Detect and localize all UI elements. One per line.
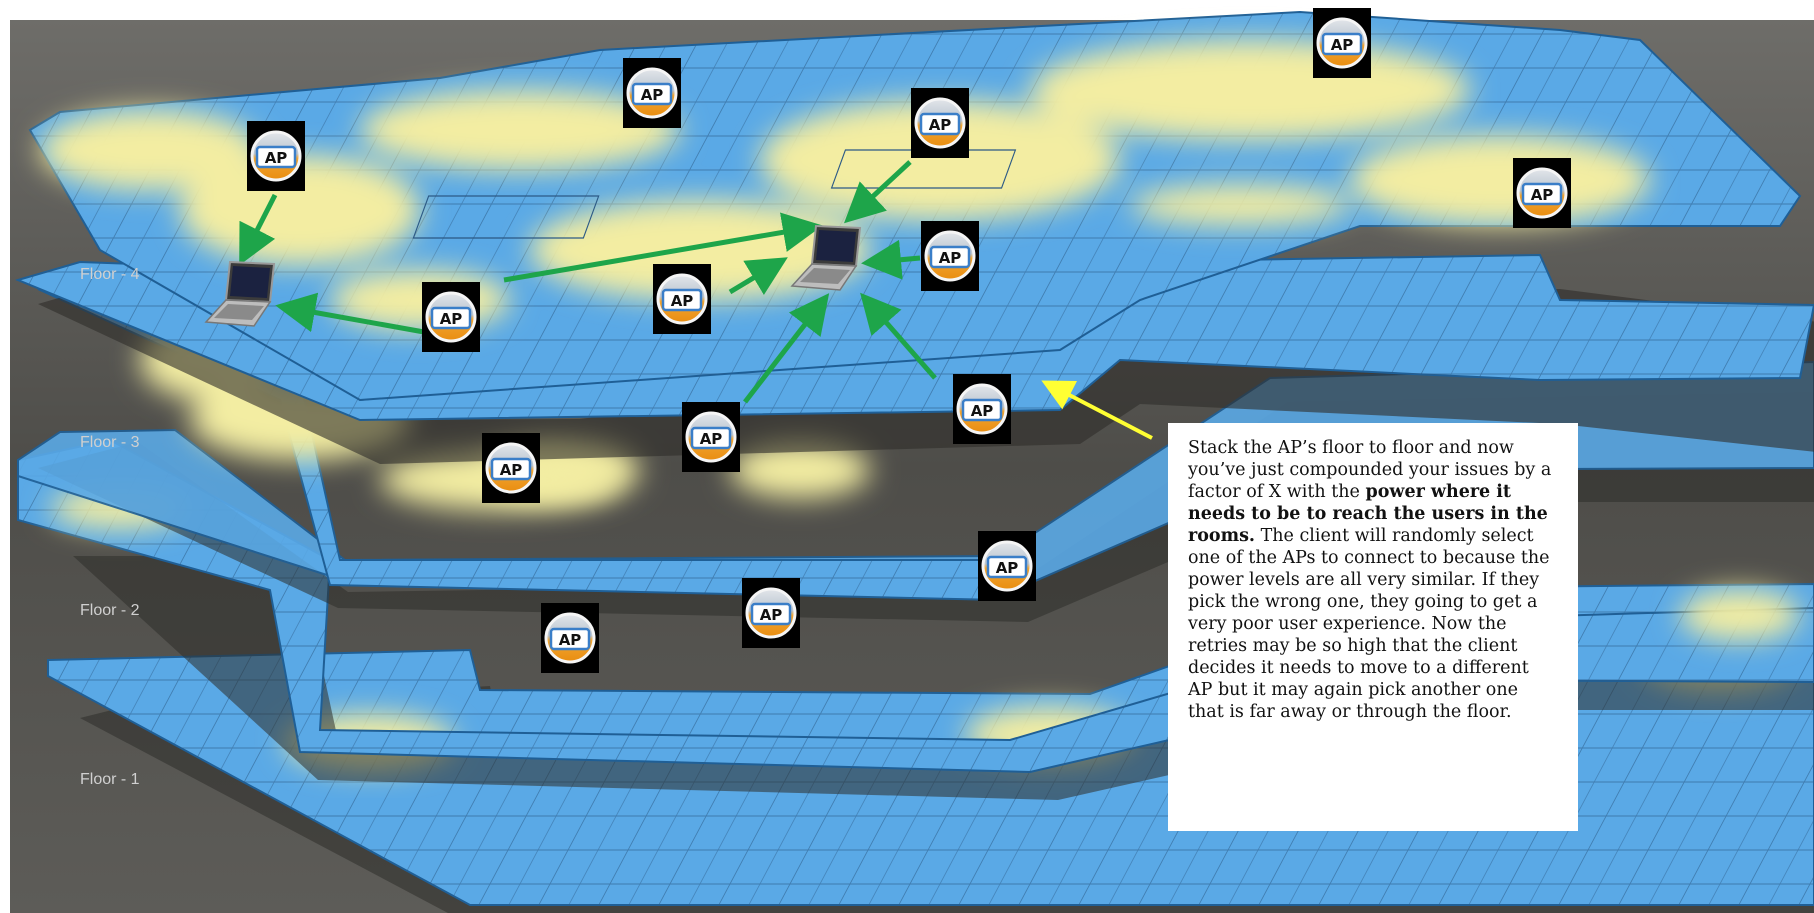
floor-1-label: Floor - 1: [80, 771, 140, 789]
access-point-label: AP: [265, 149, 288, 167]
access-point-label: AP: [559, 631, 582, 649]
access-point-label: AP: [500, 461, 523, 479]
access-point-label: AP: [939, 249, 962, 267]
access-point-icon: AP: [623, 58, 681, 128]
access-point-label: AP: [1331, 36, 1354, 54]
laptop-icon: [204, 260, 276, 330]
access-point-label: AP: [440, 310, 463, 328]
access-point-icon: AP: [541, 603, 599, 673]
access-point-label: AP: [641, 86, 664, 104]
access-point-label: AP: [971, 402, 994, 420]
access-point-icon: AP: [921, 221, 979, 291]
access-point-icon: AP: [1513, 158, 1571, 228]
access-point-icon: AP: [682, 402, 740, 472]
access-point-icon: AP: [482, 433, 540, 503]
access-point-icon: AP: [953, 374, 1011, 444]
access-point-icon: AP: [1313, 8, 1371, 78]
access-point-icon: AP: [911, 88, 969, 158]
floor-3-label: Floor - 3: [80, 434, 140, 452]
access-point-label: AP: [671, 292, 694, 310]
laptop-icon: [790, 224, 862, 294]
floor-4-label: Floor - 4: [80, 266, 140, 284]
callout-text-rest: The client will randomly select one of t…: [1188, 526, 1550, 722]
floor-2-label: Floor - 2: [80, 602, 140, 620]
access-point-icon: AP: [422, 282, 480, 352]
access-point-icon: AP: [978, 531, 1036, 601]
access-point-label: AP: [1531, 186, 1554, 204]
callout-box: Stack the AP’s floor to floor and now yo…: [1168, 423, 1578, 831]
access-point-label: AP: [929, 116, 952, 134]
access-point-icon: AP: [247, 121, 305, 191]
access-point-icon: AP: [653, 264, 711, 334]
access-point-label: AP: [760, 606, 783, 624]
access-point-icon: AP: [742, 578, 800, 648]
access-point-label: AP: [996, 559, 1019, 577]
access-point-label: AP: [700, 430, 723, 448]
